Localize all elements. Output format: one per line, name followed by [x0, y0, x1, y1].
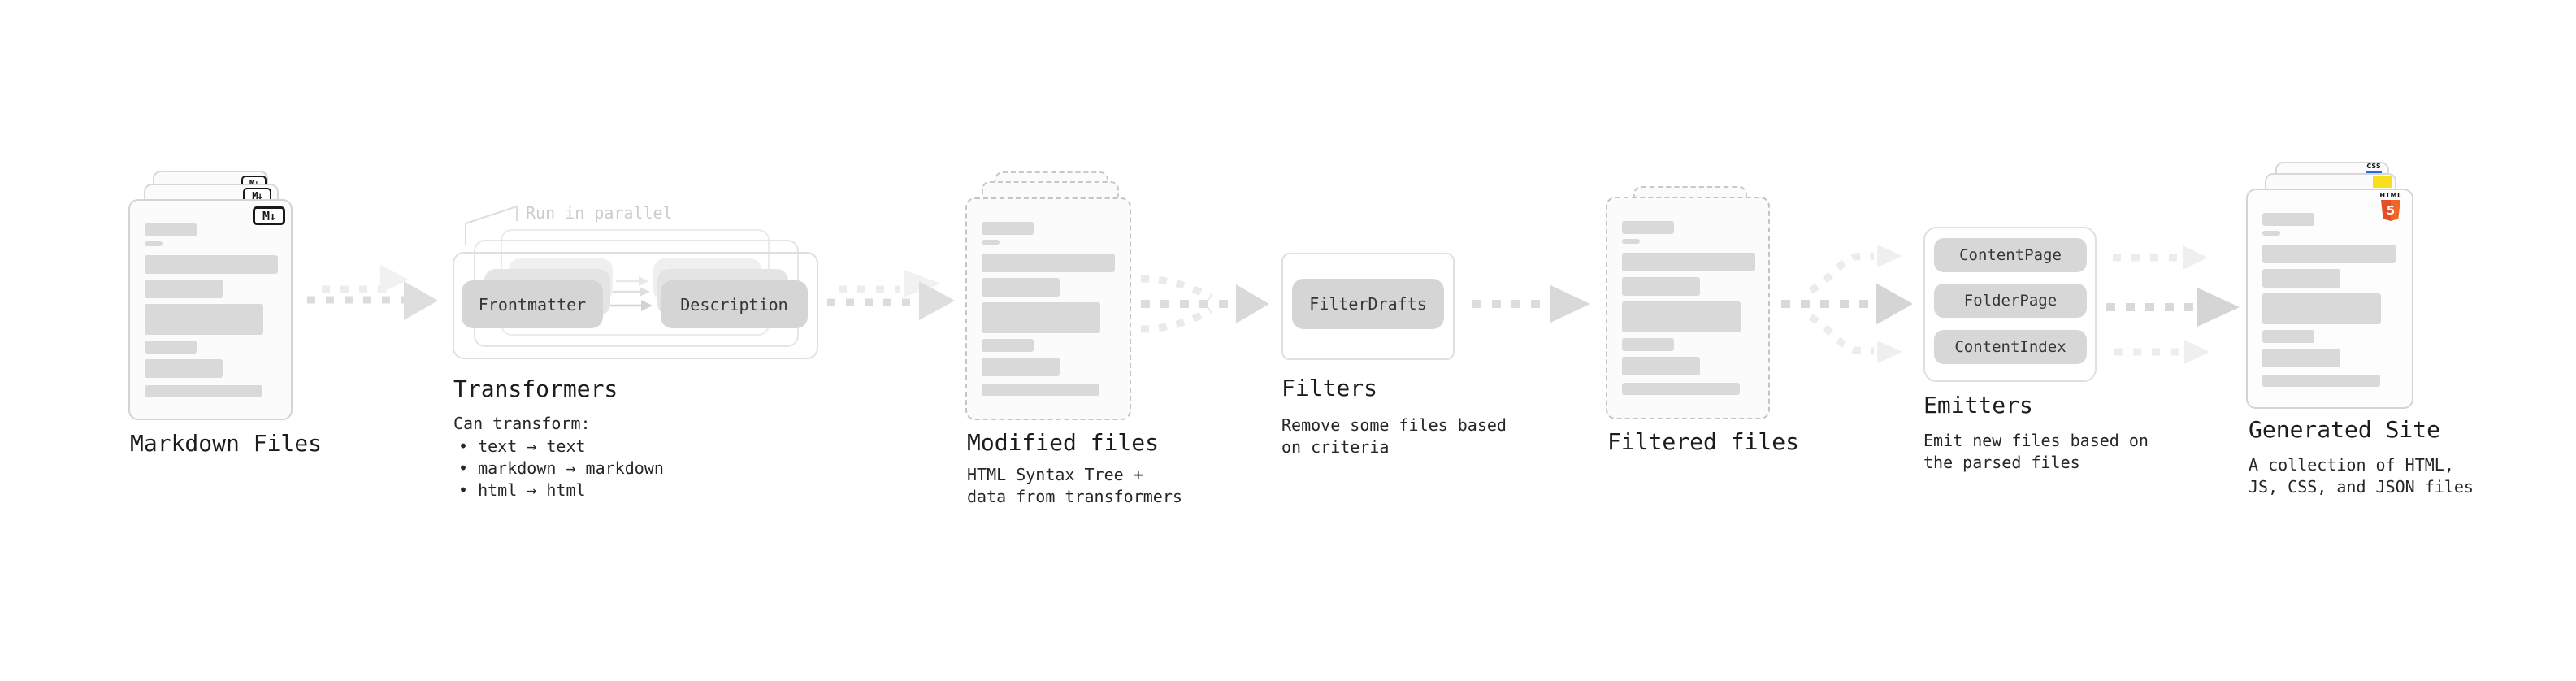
skeleton-line	[145, 385, 262, 397]
markdown-files-label: Markdown Files	[130, 430, 323, 457]
transformers-label: Transformers	[453, 375, 618, 402]
css-icon-bar	[2366, 171, 2382, 173]
skeleton-line	[2262, 269, 2340, 288]
filters-sub: Remove some files based	[1281, 415, 1507, 435]
skeleton-line	[1622, 301, 1741, 332]
generated-site-sub: JS, CSS, and JSON files	[2249, 477, 2474, 497]
skeleton-line	[1622, 357, 1700, 375]
skeleton-line	[145, 359, 223, 378]
skeleton-line	[2262, 349, 2340, 367]
skeleton-line	[145, 241, 163, 246]
transformers-caption: Can transform:	[453, 414, 591, 433]
modified-files-sub: data from transformers	[967, 487, 1182, 506]
skeleton-line	[982, 222, 1034, 235]
run-in-parallel-note: Run in parallel	[526, 203, 673, 223]
generated-site-sub: A collection of HTML,	[2249, 455, 2454, 475]
filtered-file-card	[1606, 197, 1770, 419]
skeleton-line	[1622, 338, 1674, 351]
filters-sub: on criteria	[1281, 437, 1390, 457]
skeleton-line	[145, 280, 223, 298]
skeleton-line	[982, 302, 1100, 333]
modified-files-label: Modified files	[967, 429, 1160, 456]
skeleton-line	[982, 358, 1060, 376]
markdown-icon: M↓	[253, 206, 285, 225]
transformer-layer-box	[453, 252, 818, 359]
contentindex-button: ContentIndex	[1934, 330, 2087, 364]
markdown-file-card	[128, 199, 293, 420]
skeleton-line	[145, 223, 197, 236]
css-icon: CSS	[2365, 163, 2383, 173]
skeleton-line	[1622, 221, 1674, 234]
skeleton-line	[982, 384, 1099, 396]
skeleton-line	[1622, 277, 1700, 296]
filterdrafts-button: FilterDrafts	[1292, 279, 1444, 329]
skeleton-line	[982, 240, 1000, 245]
skeleton-line	[1622, 239, 1640, 244]
skeleton-line	[982, 254, 1115, 272]
folderpage-button: FolderPage	[1934, 284, 2087, 318]
frontmatter-button: Frontmatter	[462, 280, 603, 328]
html5-icon-shield: 5	[2381, 200, 2400, 221]
html5-icon: HTML 5	[2379, 192, 2402, 221]
js-icon	[2373, 176, 2392, 188]
skeleton-line	[1622, 383, 1740, 395]
transformers-bullet: • markdown → markdown	[458, 458, 664, 478]
emitters-box	[1923, 227, 2097, 382]
generated-site-label: Generated Site	[2249, 416, 2441, 443]
modified-file-card	[965, 197, 1131, 420]
transformers-bullet: • text → text	[458, 436, 586, 456]
filters-box	[1281, 253, 1455, 360]
emitters-label: Emitters	[1923, 392, 2033, 419]
skeleton-line	[2262, 213, 2314, 226]
contentpage-button: ContentPage	[1934, 238, 2087, 272]
css-icon-label: CSS	[2366, 163, 2381, 170]
skeleton-line	[2262, 231, 2280, 236]
skeleton-line	[145, 255, 278, 274]
skeleton-line	[982, 278, 1060, 297]
filters-label: Filters	[1281, 375, 1378, 401]
skeleton-line	[2262, 330, 2314, 343]
modified-files-sub: HTML Syntax Tree +	[967, 465, 1143, 484]
html-file-card	[2246, 189, 2413, 409]
html5-icon-label: HTML	[2379, 192, 2402, 199]
skeleton-line	[982, 339, 1034, 352]
skeleton-line	[145, 340, 197, 354]
emitters-sub: Emit new files based on	[1923, 431, 2149, 450]
skeleton-line	[2262, 375, 2380, 387]
description-button: Description	[661, 280, 808, 328]
skeleton-line	[1622, 253, 1755, 271]
skeleton-line	[2262, 293, 2381, 324]
html5-icon-number: 5	[2386, 203, 2396, 218]
skeleton-line	[2262, 245, 2396, 263]
transformers-bullet: • html → html	[458, 480, 586, 500]
skeleton-line	[145, 304, 263, 335]
emitters-sub: the parsed files	[1923, 453, 2080, 472]
filtered-files-label: Filtered files	[1607, 428, 1800, 455]
